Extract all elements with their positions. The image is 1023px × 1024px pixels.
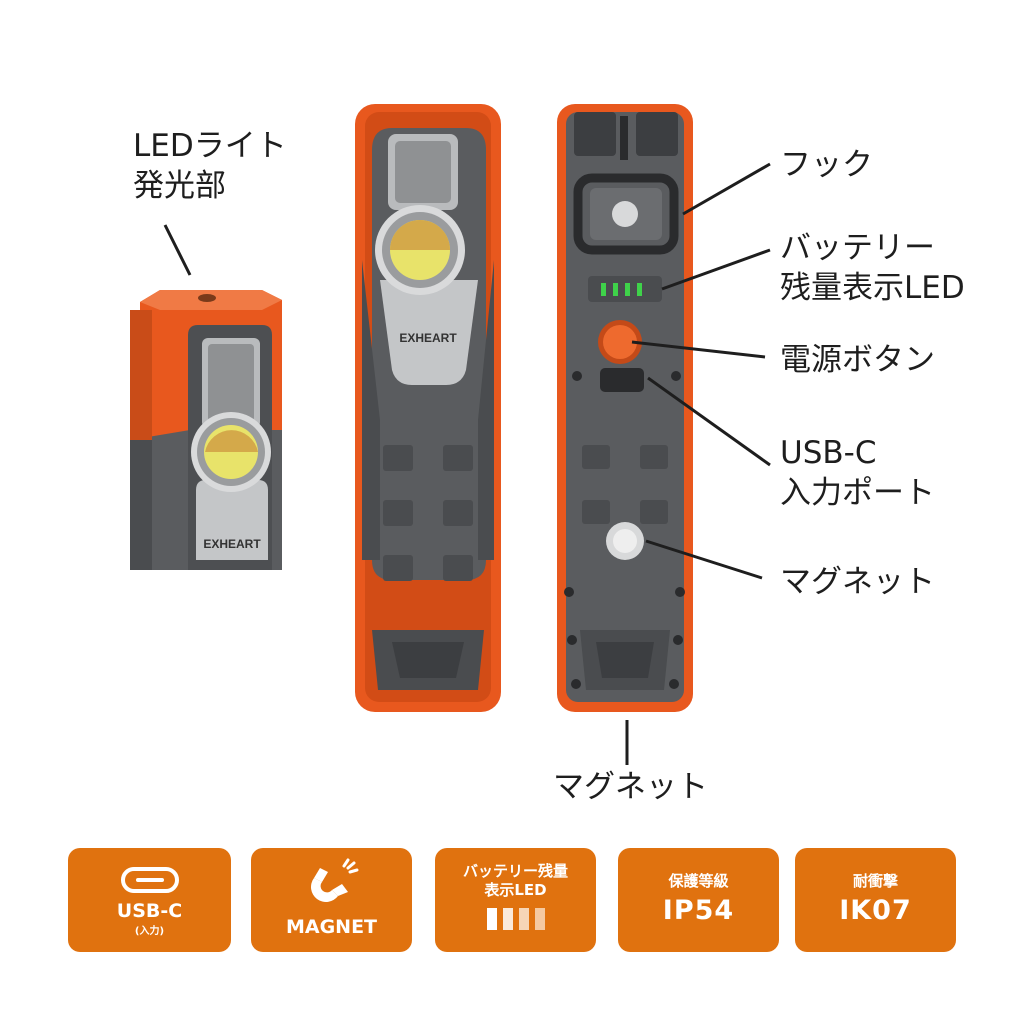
battery-bars-icon [486, 908, 545, 930]
brand-logo-front: EXHEART [399, 331, 457, 345]
battery-indicator-label-line2: 残量表示LED [780, 270, 965, 306]
badge-impact-title: 耐衝撃 [852, 872, 898, 890]
battery-indicator-label: バッテリー 残量表示LED [780, 228, 965, 308]
product-illustrations: EXHEART EXHEART [130, 104, 771, 765]
magnet-side-label: マグネット [780, 564, 935, 600]
badge-usbc-title: USB-C [116, 900, 183, 922]
hook-label: フック [780, 147, 873, 183]
led-light-label: LEDライト 発光部 [133, 126, 287, 206]
product-back-view [557, 104, 693, 712]
product-front-view: EXHEART [355, 104, 501, 712]
usbc-port-label-line2: 入力ポート [780, 475, 935, 511]
usb-c-port-icon [120, 867, 179, 893]
badge-usbc: USB-C (入力) [68, 848, 231, 952]
led-light-label-line1: LEDライト [133, 128, 287, 164]
badge-magnet-title: MAGNET [285, 916, 378, 938]
brand-logo-small: EXHEART [203, 537, 261, 551]
badge-impact-value: IK07 [839, 895, 912, 926]
badge-magnet: MAGNET [251, 848, 412, 952]
leader-lines [163, 162, 771, 765]
badge-protection-value: IP54 [662, 895, 735, 926]
usbc-port-label: USB-C 入力ポート [780, 433, 935, 513]
badge-battery: バッテリー残量 表示LED [435, 848, 596, 952]
magnet-bottom-label: マグネット [553, 769, 708, 805]
magnet-icon [310, 858, 358, 902]
badge-battery-line2: 表示LED [484, 881, 547, 899]
badge-protection: 保護等級 IP54 [618, 848, 779, 952]
usbc-port-label-line1: USB-C [780, 435, 877, 471]
led-light-label-line2: 発光部 [133, 168, 226, 204]
product-angled-view: EXHEART [130, 290, 282, 570]
badge-usbc-sub: (入力) [134, 926, 165, 937]
badge-impact: 耐衝撃 IK07 [795, 848, 956, 952]
power-button-label: 電源ボタン [780, 342, 935, 378]
battery-indicator-label-line1: バッテリー [780, 230, 935, 266]
badge-battery-line1: バッテリー残量 [462, 862, 568, 880]
badge-protection-title: 保護等級 [668, 872, 729, 890]
